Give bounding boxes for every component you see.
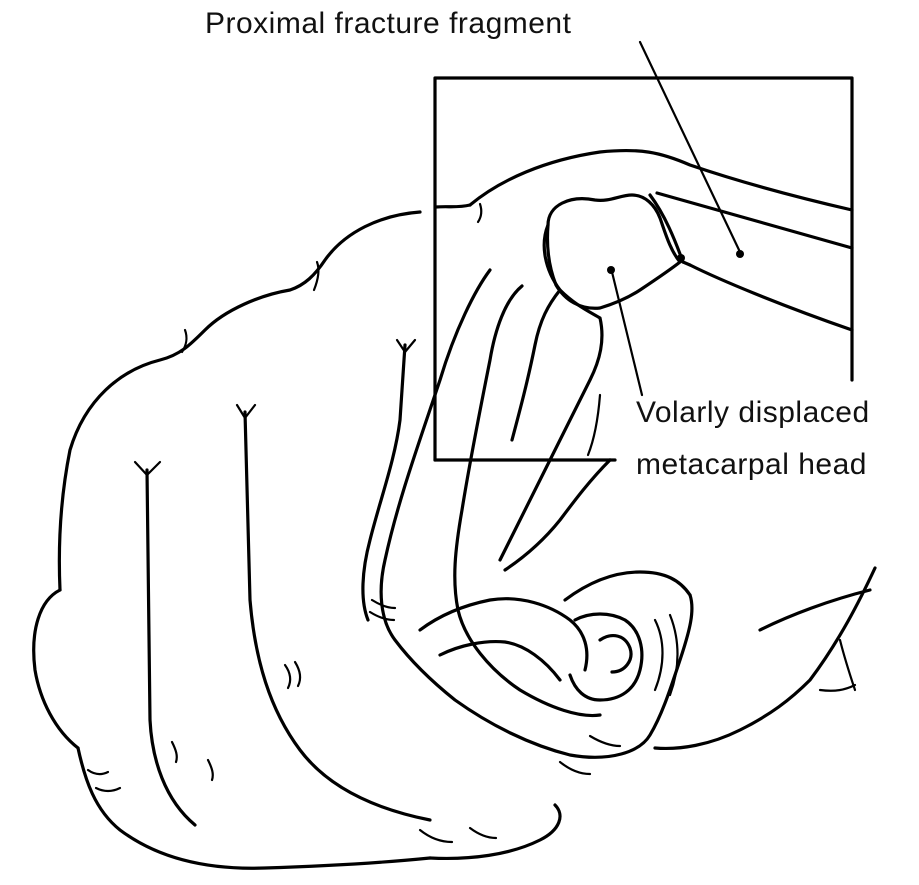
leader-proximal-fragment xyxy=(640,42,740,252)
label-metacarpal-head: metacarpal head xyxy=(636,447,867,483)
label-volarly-displaced: Volarly displaced xyxy=(636,395,870,431)
leader-dot-metacarpal xyxy=(607,266,615,274)
fracture-point xyxy=(677,254,685,262)
label-proximal-fracture-fragment: Proximal fracture fragment xyxy=(205,6,571,42)
leader-dot-proximal xyxy=(736,250,744,258)
leader-lines xyxy=(607,42,744,395)
hand-outline xyxy=(34,151,875,869)
